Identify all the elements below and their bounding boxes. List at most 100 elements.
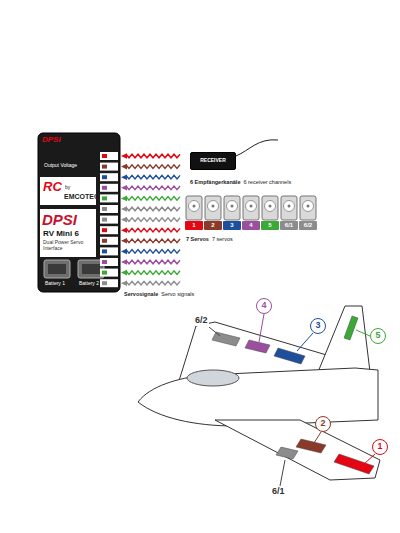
caption-text: 6 Empfängerkanäle <box>190 179 240 185</box>
servo-horn <box>208 201 219 212</box>
servo-wire <box>126 175 180 179</box>
port-mark <box>102 218 107 222</box>
port-socket <box>100 258 118 266</box>
port-mark <box>102 207 107 211</box>
callout-circle: 5 <box>370 328 386 344</box>
port-mark <box>102 271 107 275</box>
servo-wire <box>126 260 180 264</box>
wire-arrowhead <box>121 238 127 244</box>
servo-shaft <box>212 205 215 208</box>
leader-lines <box>209 314 375 486</box>
port-socket <box>100 184 118 192</box>
servo-number: 1 <box>185 221 203 230</box>
servo-body <box>281 196 297 220</box>
servo-body <box>186 196 202 220</box>
callout-number: 6/1 <box>271 487 286 497</box>
port-socket <box>100 216 118 224</box>
callout-number: 4 <box>261 301 266 311</box>
port-mark <box>102 239 107 243</box>
device-text: RC <box>43 180 62 194</box>
connector-socket <box>82 264 100 274</box>
servo-wire <box>126 197 180 201</box>
device-label: Output Voltage <box>44 163 77 169</box>
device-text: by <box>65 185 70 191</box>
port-mark <box>102 196 107 200</box>
servo-label: 5 <box>261 196 279 230</box>
leader-line <box>297 333 313 351</box>
port-mark <box>102 260 107 264</box>
callout-circle: 2 <box>315 416 331 432</box>
callout-circle: 4 <box>256 298 272 314</box>
wire-bundle <box>121 153 180 286</box>
device-text: DPSI <box>42 136 61 145</box>
port-socket <box>100 247 118 255</box>
servo-horn <box>284 201 295 212</box>
servo-wire <box>126 271 180 275</box>
servo-wire <box>126 186 180 190</box>
callout-number: 2 <box>320 419 325 429</box>
caption-text: Servo signals <box>161 291 194 297</box>
flap-surface <box>276 447 298 459</box>
wire-arrowhead <box>121 249 127 255</box>
logo-panel <box>40 177 96 205</box>
caption-text: Servosignale <box>124 291 158 297</box>
leader-line <box>209 327 220 336</box>
wire-arrowhead <box>121 270 127 276</box>
callout-number: 6/2 <box>194 316 209 326</box>
servo-body <box>224 196 240 220</box>
servo-wire <box>126 207 180 211</box>
caption-text: 6 receiver channels <box>243 179 291 185</box>
port-socket <box>100 269 118 277</box>
caption-text: 7 Servos <box>186 236 209 242</box>
servo-number: 2 <box>204 221 222 230</box>
port-socket <box>100 279 118 287</box>
caption-row: 7 Servos7 servos <box>186 236 233 242</box>
aileron-surface <box>334 454 374 474</box>
port-mark <box>102 165 107 169</box>
port-socket <box>100 205 118 213</box>
leader-line <box>356 330 370 336</box>
servo-body <box>205 196 221 220</box>
servo-label: 6/1 <box>280 196 298 230</box>
port-mark <box>102 249 107 253</box>
leader-line <box>259 314 264 342</box>
wire-arrowhead <box>121 174 127 180</box>
port-socket <box>100 237 118 245</box>
servo-shaft <box>250 205 253 208</box>
connector-label: Battery 2 <box>79 281 99 287</box>
callout-number: 3 <box>315 321 320 331</box>
servo-horn <box>303 201 314 212</box>
servo-label: 6/2 <box>299 196 317 230</box>
servo-label: 2 <box>204 196 222 230</box>
connector-socket <box>48 264 66 274</box>
servo-shaft <box>193 205 196 208</box>
flap-surface <box>212 332 240 346</box>
servo-label: 4 <box>242 196 260 230</box>
wire-arrowhead <box>121 185 127 191</box>
caption-row: ServosignaleServo signals <box>124 291 194 297</box>
port-socket <box>100 194 118 202</box>
wire-arrowhead <box>121 196 127 202</box>
device-text: RV Mini 6 <box>43 230 79 239</box>
airplane <box>138 306 380 480</box>
interface-box: DPSIRCbyEMCOTECDPSIRV Mini 6Dual Power S… <box>38 133 120 292</box>
device-text: RECEIVER <box>200 158 226 164</box>
antenna-wire <box>236 140 278 156</box>
servo-body <box>262 196 278 220</box>
servo-wire <box>126 154 180 158</box>
port-mark <box>102 175 107 179</box>
port-mark <box>102 228 107 232</box>
servo-horn <box>189 201 200 212</box>
leader-line <box>364 454 375 464</box>
connector-label: Battery 1 <box>45 281 65 287</box>
wire-arrowhead <box>121 206 127 212</box>
receiver-box: RECEIVER <box>190 152 236 170</box>
servo-shaft <box>231 205 234 208</box>
servo-label: 3 <box>223 196 241 230</box>
servo-wire <box>126 250 180 254</box>
vertical-tail <box>318 306 370 372</box>
servo-horn <box>265 201 276 212</box>
port-mark <box>102 281 107 285</box>
wire-arrowhead <box>121 259 127 265</box>
